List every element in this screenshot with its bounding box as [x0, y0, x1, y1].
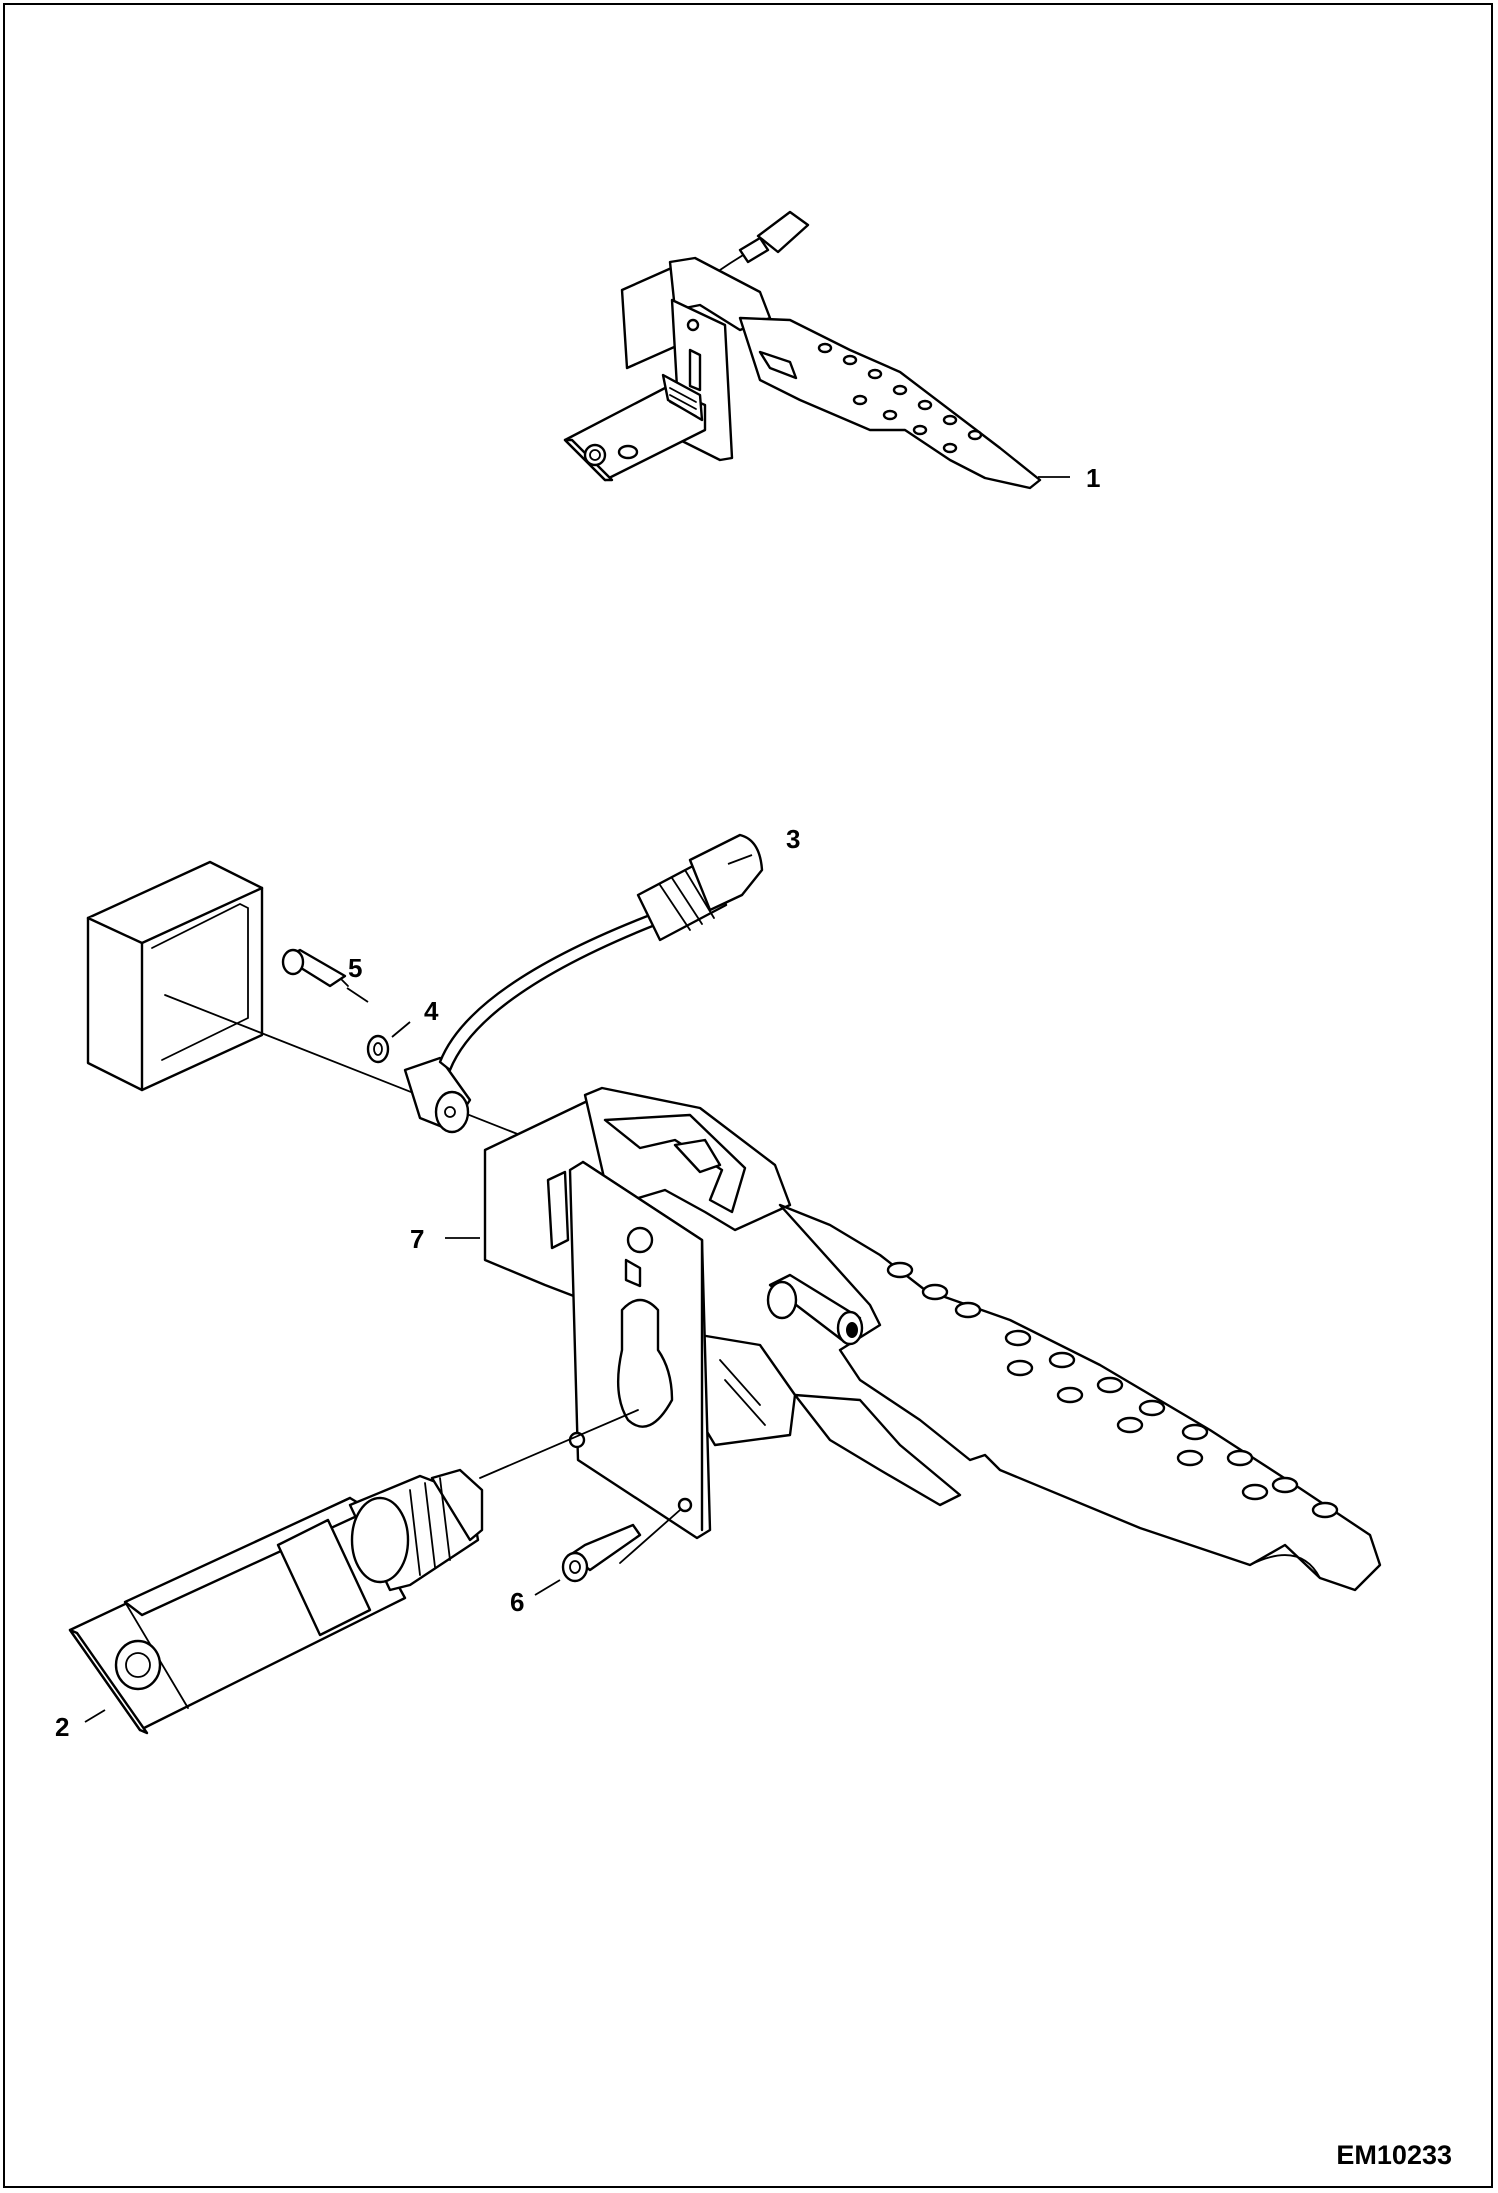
- pedal-tread: [778, 1203, 1382, 1592]
- exploded-view: [68, 833, 1382, 1735]
- drawing-code: EM10233: [1336, 2140, 1452, 2170]
- leader-2: [84, 1709, 106, 1723]
- wire-harness-3: [438, 833, 764, 1072]
- leader-5: [346, 987, 369, 1003]
- spring-housing: [698, 1333, 962, 1507]
- callout-7: 7: [410, 1224, 424, 1254]
- pedal-holes-small: [817, 342, 983, 454]
- assembled-pedal-view: [563, 210, 1042, 490]
- drawing-frame: [3, 3, 1493, 2188]
- washer-4: [366, 1034, 390, 1064]
- leader-3: [727, 854, 753, 865]
- leader-4: [391, 1021, 411, 1038]
- grommet: [403, 1056, 472, 1134]
- key-switch-2: [68, 1468, 484, 1735]
- leader-6: [534, 1579, 561, 1596]
- mounting-plate: [568, 1160, 712, 1540]
- bolt-5: [281, 948, 349, 988]
- callout-2: 2: [55, 1712, 69, 1742]
- pivot-pin: [766, 1273, 864, 1346]
- callout-5: 5: [348, 953, 362, 983]
- pedal-holes: [886, 1261, 1339, 1519]
- callout-1: 1: [1086, 463, 1100, 493]
- callout-6: 6: [510, 1587, 524, 1617]
- callout-3: 3: [786, 824, 800, 854]
- bolt-6: [561, 1523, 642, 1583]
- cover-box: [86, 860, 264, 1092]
- callout-labels: 1 3 5 4 7 6 2: [55, 463, 1100, 1742]
- callout-4: 4: [424, 996, 439, 1026]
- pedal-frame: [583, 1086, 792, 1232]
